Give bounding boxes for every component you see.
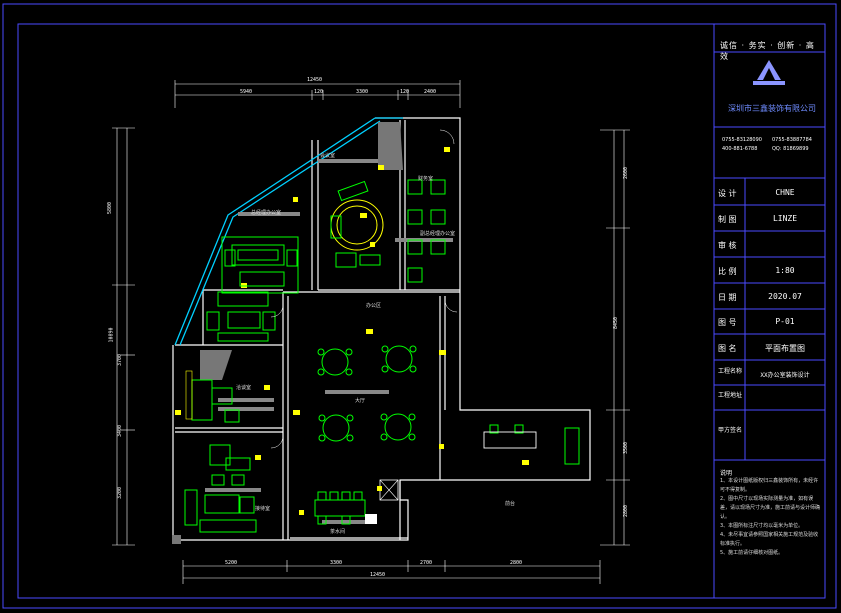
room-label-deputy-office: 副总经理办公室 [420, 231, 456, 237]
value-scale: 1:80 [775, 266, 795, 275]
company-logo [753, 60, 785, 85]
dim-bottom-1: 5200 [225, 560, 238, 566]
dim-top-2: 120 [314, 89, 324, 95]
room-label-reception: 接待室 [255, 506, 271, 512]
hotline: 400-881-6788 [722, 146, 758, 152]
room-label-finance: 财务室 [418, 176, 434, 182]
notes-title: 说明 [720, 470, 733, 477]
dim-top-5: 2400 [424, 89, 437, 95]
dim-right-2: 3500 [623, 441, 630, 455]
title-block-frame [713, 24, 825, 598]
dim-right-1: 2600 [623, 166, 630, 180]
shaft-hatch-top [378, 122, 403, 170]
inner-border [17, 23, 826, 599]
value-drawing-name: 平面布置图 [765, 344, 805, 353]
room-label-office-area: 办公区 [366, 303, 382, 309]
room-label-hall: 大厅 [355, 398, 366, 404]
label-project-address: 工程地址 [718, 392, 743, 399]
walls [172, 117, 591, 541]
notes-list: 1、本设计图纸版权归三鑫装饰所有，未经许可不得复制。 2、图中尺寸以现场实际测量… [720, 477, 822, 558]
dim-left-total: 10890 [108, 327, 115, 343]
value-drafter: LINZE [772, 214, 798, 223]
dim-bottom-2: 3300 [330, 560, 343, 566]
room-label-negotiation: 洽谈室 [236, 385, 252, 391]
company-slogan: 诚信 · 务实 · 创新 · 高效 [720, 41, 815, 61]
sink-block [365, 514, 377, 524]
top-dimensions [174, 80, 461, 108]
note-item: 5、施工前请仔细核对图纸。 [720, 550, 784, 556]
dim-top-3: 3300 [356, 89, 369, 95]
shaft-hatch-left [200, 350, 232, 380]
room-label-front-desk: 前台 [505, 501, 516, 507]
value-drawing-no: P-01 [775, 317, 795, 326]
furniture [184, 179, 580, 533]
room-label-pantry: 茶水间 [330, 529, 346, 535]
bottom-dimensions [182, 560, 601, 584]
dim-left-3: 3400 [117, 424, 124, 438]
label-drawing-name: 图 名 [718, 344, 737, 353]
value-date: 2020.07 [768, 292, 802, 301]
label-date: 日 期 [718, 293, 737, 302]
dim-left-4: 3200 [117, 486, 124, 500]
door-swings [270, 129, 458, 449]
label-drawing-no: 图 号 [718, 318, 737, 327]
label-drafter: 制 图 [718, 215, 737, 224]
dim-top-4: 120 [400, 89, 410, 95]
dim-right-3: 2800 [623, 504, 630, 518]
phone-1: 0755-83128090 [722, 137, 762, 143]
dim-top-1: 5940 [240, 89, 253, 95]
room-label-gm-office: 总经理办公室 [251, 210, 282, 216]
left-dimensions [112, 127, 135, 546]
dim-top-total: 12450 [307, 77, 323, 83]
note-item: 1、本设计图纸版权归三鑫装饰所有，未经许可不得复制。 [720, 478, 819, 493]
label-scale: 比 例 [718, 267, 737, 276]
company-name: 深圳市三鑫装饰有限公司 [728, 104, 816, 113]
dim-bottom-3: 2700 [420, 560, 433, 566]
storage-cabinet [185, 370, 193, 420]
label-project-name: 工程名称 [718, 368, 743, 375]
room-label-meeting: 会议室 [320, 153, 336, 159]
value-project-name: XX办公室装饰设计 [760, 372, 810, 379]
yellow-tags [175, 147, 529, 515]
note-item: 2、图中尺寸以现场实际测量为准，如有误差，请以现场尺寸为准，施工前请与设计师确认… [720, 496, 821, 520]
glass-curtain-wall [174, 117, 403, 346]
value-designer: CHNE [775, 188, 795, 197]
right-dimensions [600, 129, 630, 546]
outer-border [2, 3, 837, 609]
gray-label-bars [205, 159, 453, 524]
dim-bottom-4: 2800 [510, 560, 523, 566]
note-item: 4、未尽事宜请参照国家相关施工规范及验收标准执行。 [720, 532, 819, 547]
dim-left-1: 5800 [107, 201, 114, 215]
dim-bottom-total: 12450 [370, 572, 386, 578]
corner-column [172, 535, 181, 544]
phone-2: 0755-83887784 [772, 137, 812, 143]
qq-number: QQ: 81869899 [772, 146, 809, 152]
note-item: 3、本图所标注尺寸均以毫米为单位。 [720, 523, 804, 529]
dim-left-2: 3700 [117, 353, 124, 367]
reception-counter [483, 431, 537, 449]
dim-right-total: 8450 [613, 316, 620, 330]
label-reviewer: 审 核 [718, 241, 737, 250]
label-client-signature: 甲方签名 [718, 427, 743, 434]
label-designer: 设 计 [718, 189, 737, 198]
